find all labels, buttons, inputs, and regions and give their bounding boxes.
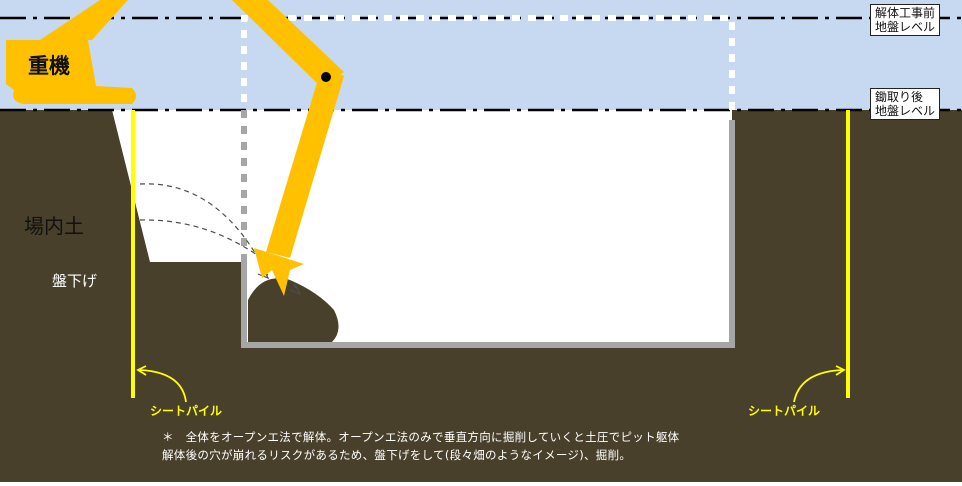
arrow-head-2 [289,281,302,296]
sheet-pile-right-callout [793,369,843,403]
excavator-pivot [321,72,331,82]
pit-wall-removed [241,15,735,262]
spoil-pile [248,278,339,342]
excavator-body [6,40,136,104]
level-before-label: 解体工事前 地盤レベル [870,4,941,36]
level-after-line2: 地盤レベル [875,104,936,118]
excavator-arm [232,0,344,88]
level-before-line1: 解体工事前 [875,6,936,20]
note-line-1: ＊ 全体をオープンエ法で解体。オープンエ法のみで垂直方向に掘削していくと土圧でピ… [162,430,680,444]
note-line-2: 解体後の穴が崩れるリスクがあるため、盤下げをして(段々畑のようなイメージ)、掘削… [162,448,632,462]
sheet-pile-left-callout [139,369,187,403]
excavator-boom [40,0,128,40]
level-after-label: 鋤取り後 地盤レベル [870,88,941,120]
sheet-pile-right-label: シートパイル [748,404,821,418]
pit-wall [241,120,735,348]
bench-cut-label: 盤下げ [52,272,98,290]
excavator-stick [266,66,344,258]
sheet-pile-left-callout-head [136,365,147,376]
sheet-pile-right-callout-head [835,365,846,376]
machine-label: 重機 [28,54,70,78]
transport-arrow-1 [139,183,269,277]
sheet-pile-left-label: シートパイル [150,404,223,418]
level-before-line2: 地盤レベル [875,20,936,34]
excavator-bucket [254,248,304,296]
onsite-soil-label: 場内土 [24,214,84,238]
level-after-line1: 鋤取り後 [875,90,924,104]
